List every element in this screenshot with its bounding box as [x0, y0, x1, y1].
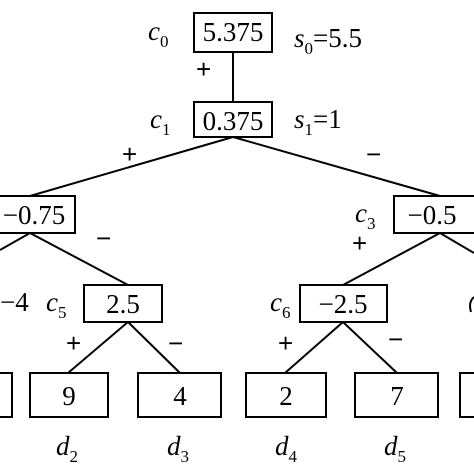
node-c6-label: c6: [270, 287, 290, 322]
sign-minus-c6-d5: −: [388, 324, 403, 354]
sign-minus-c1-c3: −: [366, 139, 381, 169]
node-c3: −0.5 c3: [355, 195, 474, 234]
node-c2-value: −0.75: [3, 200, 65, 230]
edge-c2-c5: [29, 232, 129, 286]
node-c5-label: c5: [46, 287, 66, 322]
node-c3-box: [393, 195, 474, 234]
tree-edges: [0, 52, 474, 374]
node-c6-box: [299, 284, 388, 323]
leaf-d2-box: [29, 372, 109, 418]
node-c2-box: [0, 195, 76, 234]
node-c0-box: [193, 12, 273, 53]
node-c5-box: [83, 284, 163, 323]
leaf-d3-label: d3: [167, 431, 189, 466]
node-c1: 0.375 c1: [150, 101, 273, 139]
node-c6-value: −2.5: [319, 289, 368, 319]
edge-c3-right: [439, 232, 474, 254]
node-c1-value: 0.375: [203, 106, 264, 136]
sign-plus-c6-d4: +: [278, 328, 293, 358]
edge-c5-d2: [67, 321, 129, 374]
leaf-d4-label: d4: [275, 431, 298, 466]
node-c5: 2.5 c5: [46, 284, 163, 323]
edge-c6-d5: [342, 321, 398, 374]
edge-c1-c2: [29, 136, 234, 197]
leaf-d4-box: [245, 372, 327, 418]
leaf-d5: 7 d5: [354, 372, 439, 466]
edge-c1-c3: [232, 136, 441, 197]
partial-leaf-right: [459, 372, 474, 418]
node-c6: −2.5 c6: [270, 284, 388, 323]
leaf-d3-box: [137, 372, 222, 418]
edge-c5-d3: [127, 321, 181, 374]
edge-c6-d4: [284, 321, 344, 374]
leaf-d2-label: d2: [56, 431, 78, 466]
sign-plus-c1-c2: +: [122, 139, 137, 169]
leaf-d3: 4 d3: [137, 372, 222, 466]
leaf-d2-value: 9: [62, 381, 76, 411]
node-c0: 5.375 c0: [148, 12, 273, 53]
leaf-d5-label: d5: [384, 431, 406, 466]
leaf-d5-value: 7: [390, 381, 404, 411]
sign-plus-c5-d2: +: [66, 328, 81, 358]
node-c0-value: 5.375: [203, 17, 264, 47]
scale-s1: s1=1: [294, 104, 342, 139]
partial-leaf-left: [0, 372, 13, 418]
node-c1-label: c1: [150, 104, 170, 139]
node-c0-label: c0: [148, 16, 168, 51]
node-c3-value: −0.5: [408, 200, 457, 230]
leaf-d3-value: 4: [173, 381, 187, 411]
leaf-d4-value: 2: [279, 381, 293, 411]
edge-c2-left: [0, 232, 31, 251]
sign-plus-c0-c1: +: [196, 54, 211, 84]
sign-plus-c3-c6: +: [352, 228, 367, 258]
node-c2: −0.75: [0, 195, 76, 234]
scale-s0: s0=5.5: [294, 23, 362, 58]
leaf-d5-box: [354, 372, 439, 418]
sign-minus-c5-d3: −: [168, 328, 183, 358]
node-c3-label: c3: [355, 198, 375, 233]
node-c1-box: [193, 101, 273, 138]
leaf-d4: 2 d4: [245, 372, 327, 466]
node-c4-partial-value: −4: [0, 287, 29, 317]
node-c5-value: 2.5: [106, 289, 140, 319]
leaf-d2: 9 d2: [29, 372, 109, 466]
partial-mark-right: [469, 296, 474, 313]
sign-minus-c2-c5: −: [96, 223, 111, 253]
edge-c3-c6: [342, 232, 441, 286]
